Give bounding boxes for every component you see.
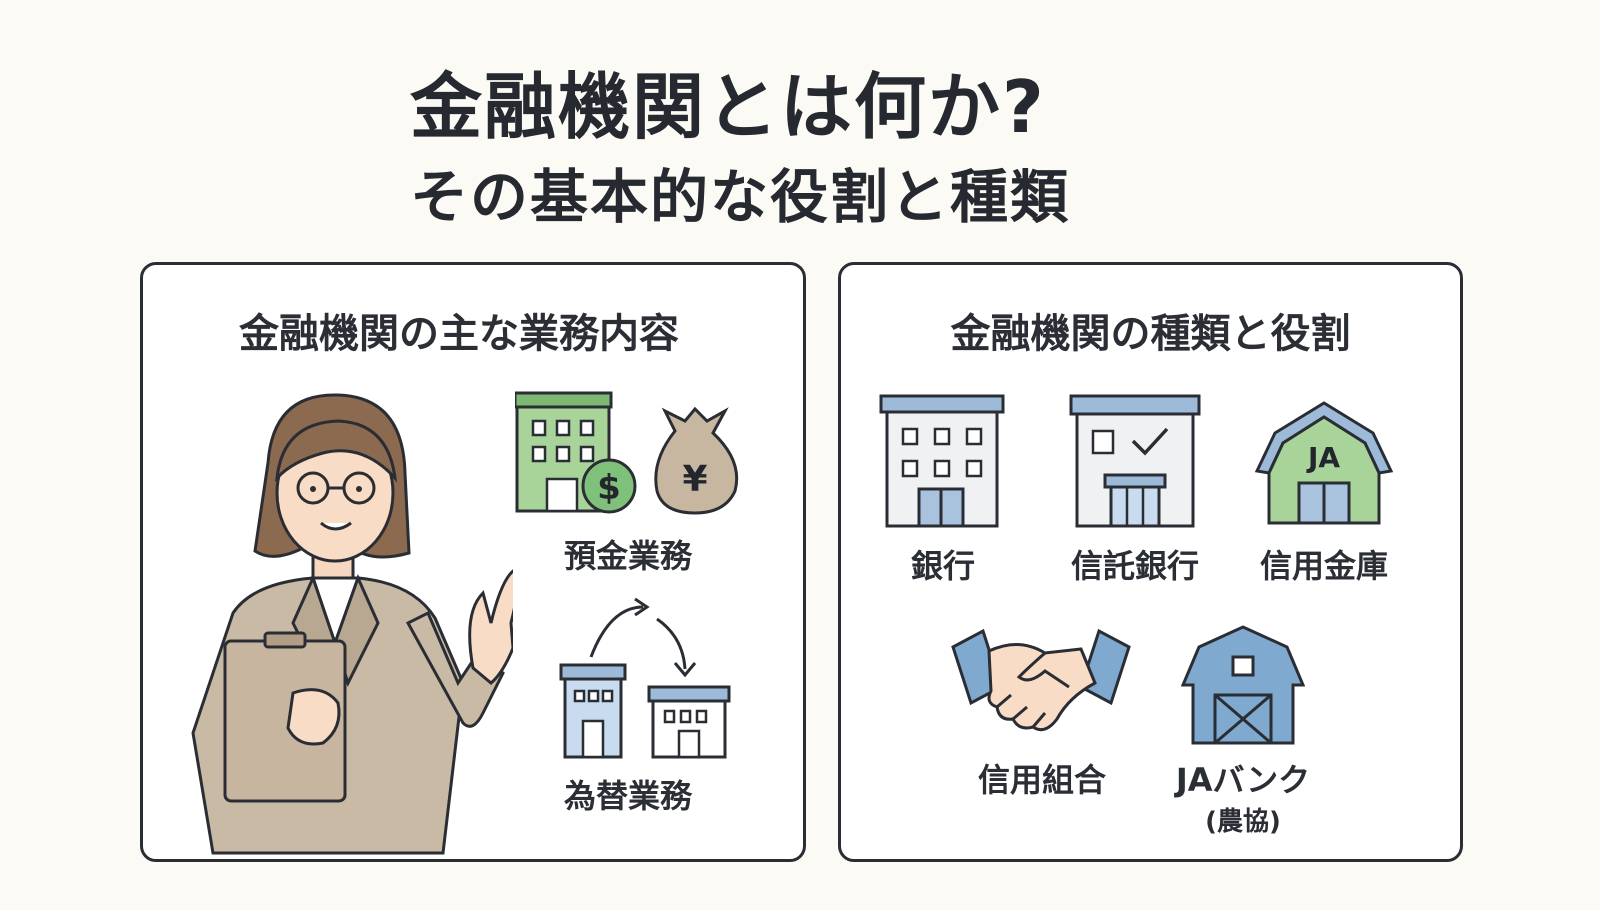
ja-bank-label: JAバンク [1175, 761, 1311, 799]
exchange-label: 為替業務 [563, 777, 692, 815]
credit-union-label: 信用組合 [977, 761, 1106, 799]
yen-symbol: ¥ [682, 459, 707, 500]
dollar-symbol: $ [597, 468, 621, 508]
exchange-icon [559, 597, 731, 759]
barn-icon [1181, 625, 1305, 745]
types-panel: 金融機関の種類と役割 銀行 信託銀行 JA 信用金庫 [838, 262, 1463, 862]
title-block: 金融機関とは何か? その基本的な役割と種類 [0, 0, 1600, 250]
business-panel-heading: 金融機関の主な業務内容 [239, 311, 679, 357]
types-panel-heading: 金融機関の種類と役割 [950, 311, 1351, 357]
deposit-label: 預金業務 [563, 537, 692, 575]
page-title: 金融機関とは何か? [410, 65, 1046, 149]
shinkin-label: 信用金庫 [1259, 547, 1388, 585]
trust-bank-label: 信託銀行 [1070, 547, 1199, 585]
ja-barn-icon: JA [1254, 401, 1394, 525]
bank-building-icon [879, 394, 1005, 528]
ja-bank-sublabel: (農協) [1205, 807, 1281, 837]
page-subtitle: その基本的な役割と種類 [410, 163, 1071, 231]
ja-badge-text: JA [1306, 441, 1340, 474]
handshake-icon [951, 628, 1131, 732]
business-panel: 金融機関の主な業務内容 [140, 262, 806, 862]
trust-bank-icon [1069, 394, 1201, 528]
bank-label: 銀行 [910, 547, 975, 585]
deposit-icon: $ ¥ [515, 391, 739, 515]
presenter-woman-icon [191, 393, 513, 855]
